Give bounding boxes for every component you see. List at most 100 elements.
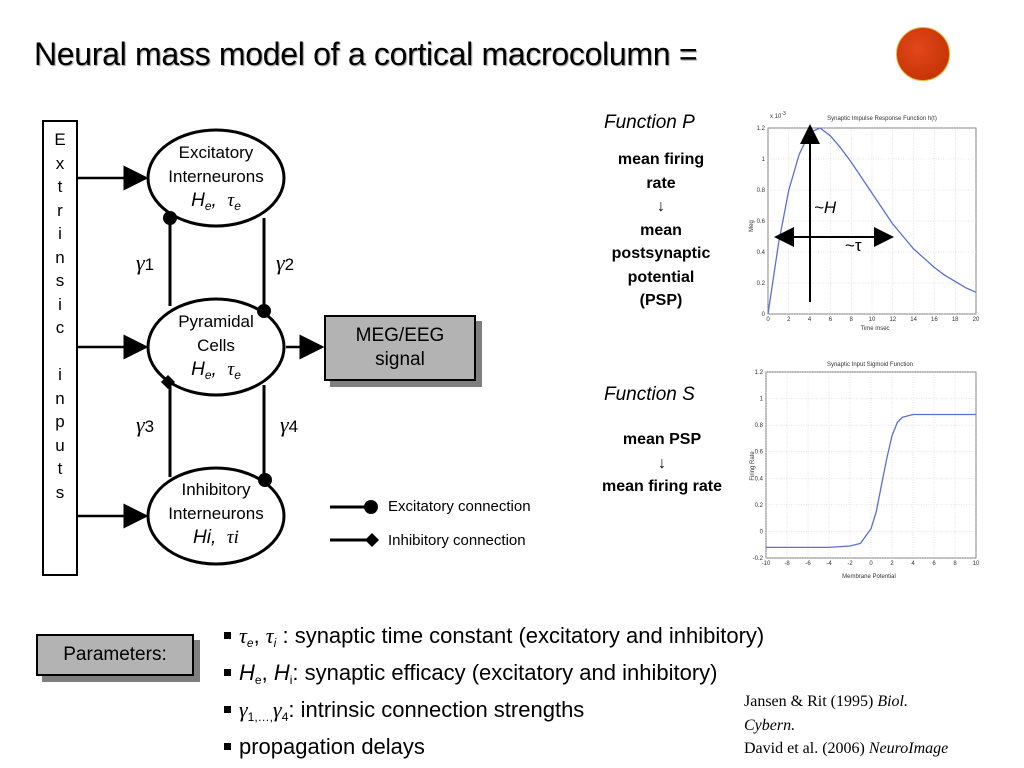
series-line (767, 127, 977, 315)
pyramidal-node-label: Pyramidal Cells He, τe (148, 310, 284, 387)
title-dot-icon (896, 27, 950, 81)
gamma-3-index: 3 (144, 417, 155, 436)
gamma-4-label: γ4 (280, 412, 298, 438)
bullet2-sym2: H (273, 660, 290, 685)
x-tick-label: 6 (932, 561, 936, 567)
y-tick-label: 1.2 (757, 126, 766, 132)
bullet1-sub2: i (273, 636, 277, 650)
gamma-2-index: 2 (284, 255, 295, 274)
excitatory-node-label: Excitatory Interneurons He, τe (148, 141, 284, 218)
plot-s-xlabel: Membrane Potential (842, 574, 896, 580)
pyramidal-param-tau-sub: e (234, 368, 241, 382)
x-tick-label: 4 (911, 561, 915, 567)
bullet3-sym1: γ (239, 697, 248, 722)
parameters-box: Parameters: (36, 634, 194, 676)
extrinsic-letter: t (57, 177, 63, 196)
y-tick-label: 0.8 (757, 188, 766, 194)
bullet-time-constants: τe, τi : synaptic time constant (excitat… (224, 621, 764, 658)
inhibitory-param-tau: τi (226, 527, 239, 548)
extrinsic-letter: s (55, 482, 65, 502)
ref1-journal: Biol. (877, 693, 908, 710)
extrinsic-letter: E (54, 130, 66, 149)
bullet3-text: : intrinsic connection strengths (288, 697, 585, 722)
inhibitory-terminal-diamond (161, 375, 175, 389)
function-p-desc-line: mean (640, 221, 682, 239)
x-tick-label: 2 (890, 561, 894, 567)
pyramidal-line1: Pyramidal (178, 312, 254, 331)
excitatory-param-tau-sub: e (234, 199, 241, 213)
bullet1-sym1: τ (239, 623, 247, 648)
plot-s-title: Synaptic Input Sigmoid Function (827, 362, 913, 368)
x-tick-label: 6 (829, 317, 833, 323)
legend-excitatory-label: Excitatory connection (388, 498, 531, 515)
plot-s-ylabel: Firing Rate (750, 451, 756, 481)
function-p-desc-line: postsynaptic (611, 245, 711, 262)
x-tick-label: 8 (953, 561, 957, 567)
excitatory-terminal-dot (257, 304, 271, 318)
y-tick-label: -0.2 (753, 556, 764, 562)
x-tick-label: 0 (766, 317, 770, 323)
x-tick-label: 10 (869, 317, 876, 323)
bullet1-sep: , (253, 623, 266, 648)
gamma-1-symbol: γ (136, 250, 145, 275)
meg-eeg-line1: MEG/EEG (355, 325, 445, 346)
legend-inhibitory-diamond (365, 533, 379, 547)
gamma-3-symbol: γ (136, 412, 145, 437)
bullet-icon (224, 706, 231, 713)
y-tick-label: 0.8 (755, 423, 764, 429)
parameter-list: τe, τi : synaptic time constant (excitat… (224, 621, 764, 762)
gamma-4-symbol: γ (280, 412, 289, 437)
excitatory-param-h-sub: e (204, 199, 212, 213)
bullet1-text: : synaptic time constant (excitatory and… (282, 623, 765, 648)
y-tick-label: 0.6 (755, 450, 764, 456)
x-tick-label: 14 (910, 317, 917, 323)
pyramidal-param-h: H (191, 359, 205, 380)
sigmoid-plot: Synaptic Input Sigmoid Function Firing R… (750, 362, 980, 580)
legend-excitatory-dot (364, 500, 378, 514)
gamma-3-label: γ3 (136, 412, 154, 438)
extrinsic-letter: s (55, 271, 65, 290)
excitatory-params: He, τe (191, 190, 241, 213)
x-tick-label: 0 (869, 561, 873, 567)
excitatory-line1: Excitatory (178, 143, 254, 162)
excitatory-node-ellipse (146, 128, 286, 228)
x-tick-label: -10 (762, 561, 771, 567)
gamma-2-label: γ2 (276, 250, 294, 276)
y-tick-label: 0.2 (757, 281, 766, 287)
y-tick-label: 0 (762, 312, 766, 318)
extrinsic-letter: u (55, 435, 65, 455)
inhibitory-node-ellipse (146, 466, 286, 566)
extrinsic-letter: i (58, 365, 62, 384)
extrinsic-letter: n (55, 388, 65, 408)
y-tick-label: 1 (760, 397, 764, 403)
excitatory-line2: Interneurons (168, 167, 264, 186)
impulse-response-plot: Synaptic Impulse Response Function h(t) … (749, 111, 980, 332)
bullet2-sym1: H (239, 660, 255, 685)
pyramidal-node-ellipse (146, 297, 286, 397)
x-tick-label: 12 (889, 317, 896, 323)
references: Jansen & Rit (1995) Biol. Cybern. David … (744, 690, 1014, 761)
bullet-icon (224, 632, 231, 639)
excitatory-param-h: H (191, 190, 205, 211)
extrinsic-letter: n (55, 247, 65, 267)
bullet1-sub1: e (246, 636, 254, 650)
ref2-authors: David et al. (2006) (744, 740, 869, 757)
pyramidal-line2: Cells (197, 336, 235, 355)
bullet2-sep: , (261, 660, 274, 685)
gamma-1-index: 1 (144, 255, 155, 274)
x-tick-label: 10 (973, 561, 980, 567)
inhibitory-line1: Inhibitory (181, 480, 251, 499)
bullet-efficacy: He, Hi: synaptic efficacy (excitatory an… (224, 658, 764, 695)
y-tick-label: 0.4 (755, 476, 764, 482)
function-p-desc-line: rate (646, 174, 676, 192)
bullet-delays: propagation delays (224, 732, 764, 762)
excitatory-param-tau: τ (227, 190, 235, 211)
y-tick-label: 0.4 (757, 250, 766, 256)
x-tick-label: 8 (850, 317, 854, 323)
y-tick-label: 0 (760, 529, 764, 535)
bullet4-text: propagation delays (239, 734, 425, 759)
